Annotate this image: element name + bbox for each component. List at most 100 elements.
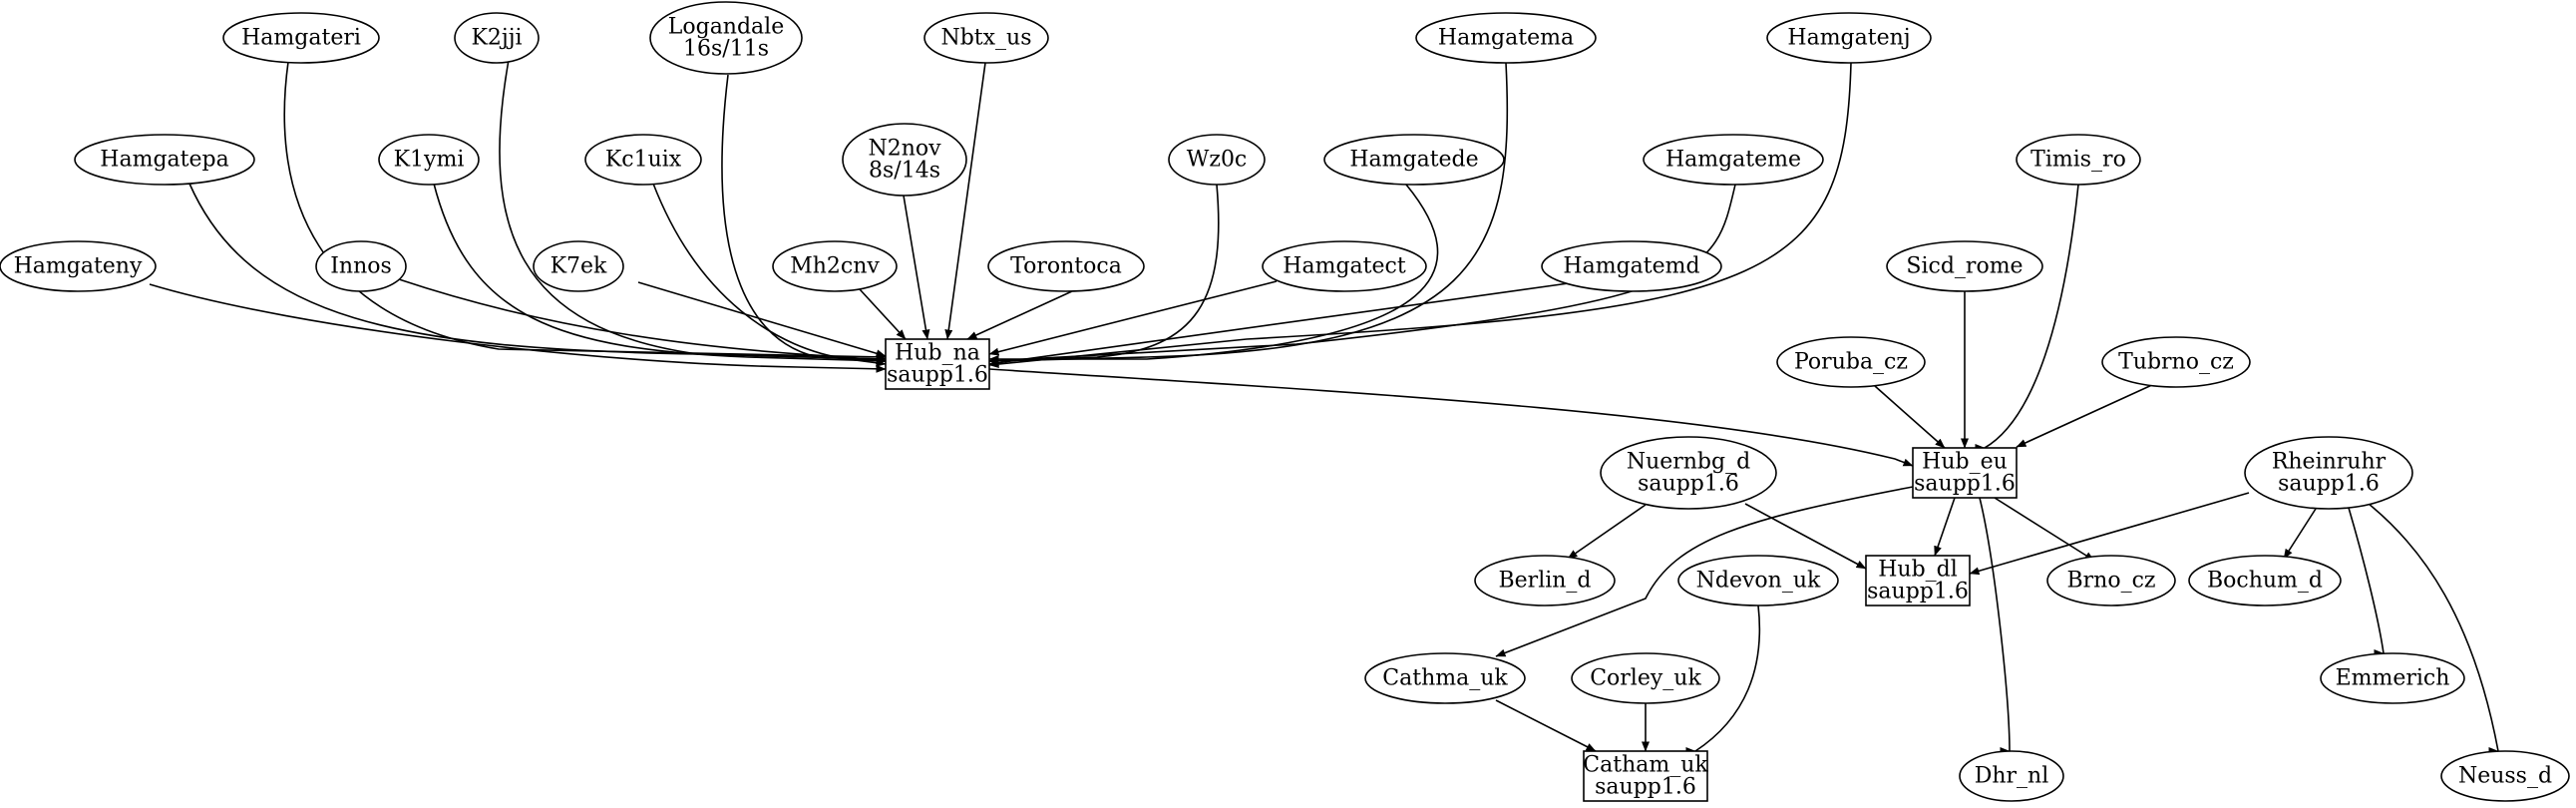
node-nbtx-us[interactable]: Nbtx_us [923,12,1049,64]
edge-nuernbg_d-to-berlin_d [1567,504,1647,560]
node-hamgateme[interactable]: Hamgateme [1643,134,1824,186]
edge-arrow [1567,504,1647,560]
node-label: Hub_eu [1922,450,2008,475]
node-label: Poruba_cz [1794,350,1908,375]
node-ellipse [1677,555,1839,606]
node-label: K7ek [551,254,607,279]
edge-hub_eu-to-dhr_nl [1979,497,2014,752]
node-label: N2nov [868,137,941,162]
node-label: Kc1uix [605,148,682,173]
edge-hub_eu-to-brno_cz [1994,497,2095,562]
node-hamgateny[interactable]: Hamgateny [0,240,157,292]
node-torontoca[interactable]: Torontoca [987,240,1145,292]
node-timis-ro[interactable]: Timis_ro [2016,134,2141,186]
node-kc1uix[interactable]: Kc1uix [584,134,702,186]
edge-k7ek-to-hub_na [637,281,887,358]
node-brno-cz[interactable]: Brno_cz [2046,555,2176,606]
node-label: Hamgatenj [1787,26,1910,51]
node-ellipse [2244,436,2413,510]
node-hamgatema[interactable]: Hamgatema [1415,12,1597,64]
node-ellipse [649,1,803,75]
node-label: K2jji [471,26,522,51]
node-mh2cnv[interactable]: Mh2cnv [772,240,898,292]
node-label: Hamgateny [14,254,143,279]
node-k7ek[interactable]: K7ek [533,240,624,292]
node-label: Berlin_d [1498,569,1591,594]
node-sicd-rome[interactable]: Sicd_rome [1886,240,2043,292]
edge-arrow [988,281,1577,367]
node-ellipse [1766,12,1932,64]
node-label: Hamgatepa [100,148,228,173]
node-ellipse [2188,555,2342,606]
node-sublabel: saupp1.6 [1638,472,1739,497]
edge-hamgatect-to-hub_na [988,280,1278,356]
node-poruba-cz[interactable]: Poruba_cz [1776,336,1926,388]
edge-rheinruhr-to-hub_dl [1969,492,2250,576]
node-tubrno-cz[interactable]: Tubrno_cz [2101,336,2251,388]
node-ellipse [1474,555,1616,606]
node-k2jji[interactable]: K2jji [454,12,540,64]
edge-timis_ro-to-hub_eu [1984,184,2079,449]
node-label: Rheinruhr [2272,450,2387,475]
node-ellipse [1168,134,1266,186]
node-ndevon-uk[interactable]: Ndevon_uk [1677,555,1839,606]
node-wz0c[interactable]: Wz0c [1168,134,1266,186]
node-ellipse [74,134,255,186]
edge-arrow [859,288,907,340]
edge-hamgatema-to-hub_na [988,62,1509,365]
node-k1ymi[interactable]: K1ymi [378,134,480,186]
edge-rheinruhr-to-neuss_d [2368,503,2501,752]
edge-arrow [398,278,887,364]
edge-arrow [1994,497,2095,562]
edge-arrow [2368,503,2501,752]
node-innos[interactable]: Innos [315,240,407,292]
edge-arrow [1984,184,2079,449]
node-label: Brno_cz [2066,569,2155,594]
edge-poruba_cz-to-hub_eu [1874,385,1946,449]
node-sublabel: saupp1.6 [1867,580,1969,605]
edge-arrow [1694,605,1761,752]
node-hamgatemd[interactable]: Hamgatemd [1541,240,1722,292]
node-ellipse [1886,240,2043,292]
edge-ndevon_uk-to-catham_uk [1694,605,1761,752]
node-cathma-uk[interactable]: Cathma_uk [1364,652,1526,704]
node-label: Neuss_d [2458,764,2552,789]
edge-hamgatenj-to-hub_na [988,62,1852,369]
node-corley-uk[interactable]: Corley_uk [1571,652,1720,704]
node-bochum-d[interactable]: Bochum_d [2188,555,2342,606]
edge-arrow [2348,507,2387,654]
edge-n2nov-to-hub_na [903,195,930,340]
edge-nuernbg_d-to-hub_dl [1744,503,1867,570]
node-box [1912,447,2018,499]
node-dhr-nl[interactable]: Dhr_nl [1959,750,2064,802]
node-label: Sicd_rome [1906,254,2023,279]
edge-arrow [721,74,887,365]
edge-logandale-to-hub_na [721,74,887,365]
node-hamgatect[interactable]: Hamgatect [1262,240,1427,292]
node-neuss-d[interactable]: Neuss_d [2440,750,2570,802]
node-ellipse [454,12,540,64]
edge-k2jji-to-hub_na [499,59,887,363]
node-emmerich[interactable]: Emmerich [2320,652,2465,704]
node-ellipse [1600,436,1777,510]
edge-torontoca-to-hub_na [966,290,1073,340]
edge-arrow [1934,497,1956,557]
node-hamgatepa[interactable]: Hamgatepa [74,134,255,186]
node-hamgatede[interactable]: Hamgatede [1323,134,1505,186]
edge-tubrno_cz-to-hub_eu [2016,383,2155,448]
node-hamgateri[interactable]: Hamgateri [222,12,380,64]
edge-mh2cnv-to-hub_na [859,288,907,340]
node-label: Tubrno_cz [2118,350,2234,375]
node-ellipse [2101,336,2251,388]
node-hamgatenj[interactable]: Hamgatenj [1766,12,1932,64]
node-ellipse [1262,240,1427,292]
node-berlin-d[interactable]: Berlin_d [1474,555,1616,606]
